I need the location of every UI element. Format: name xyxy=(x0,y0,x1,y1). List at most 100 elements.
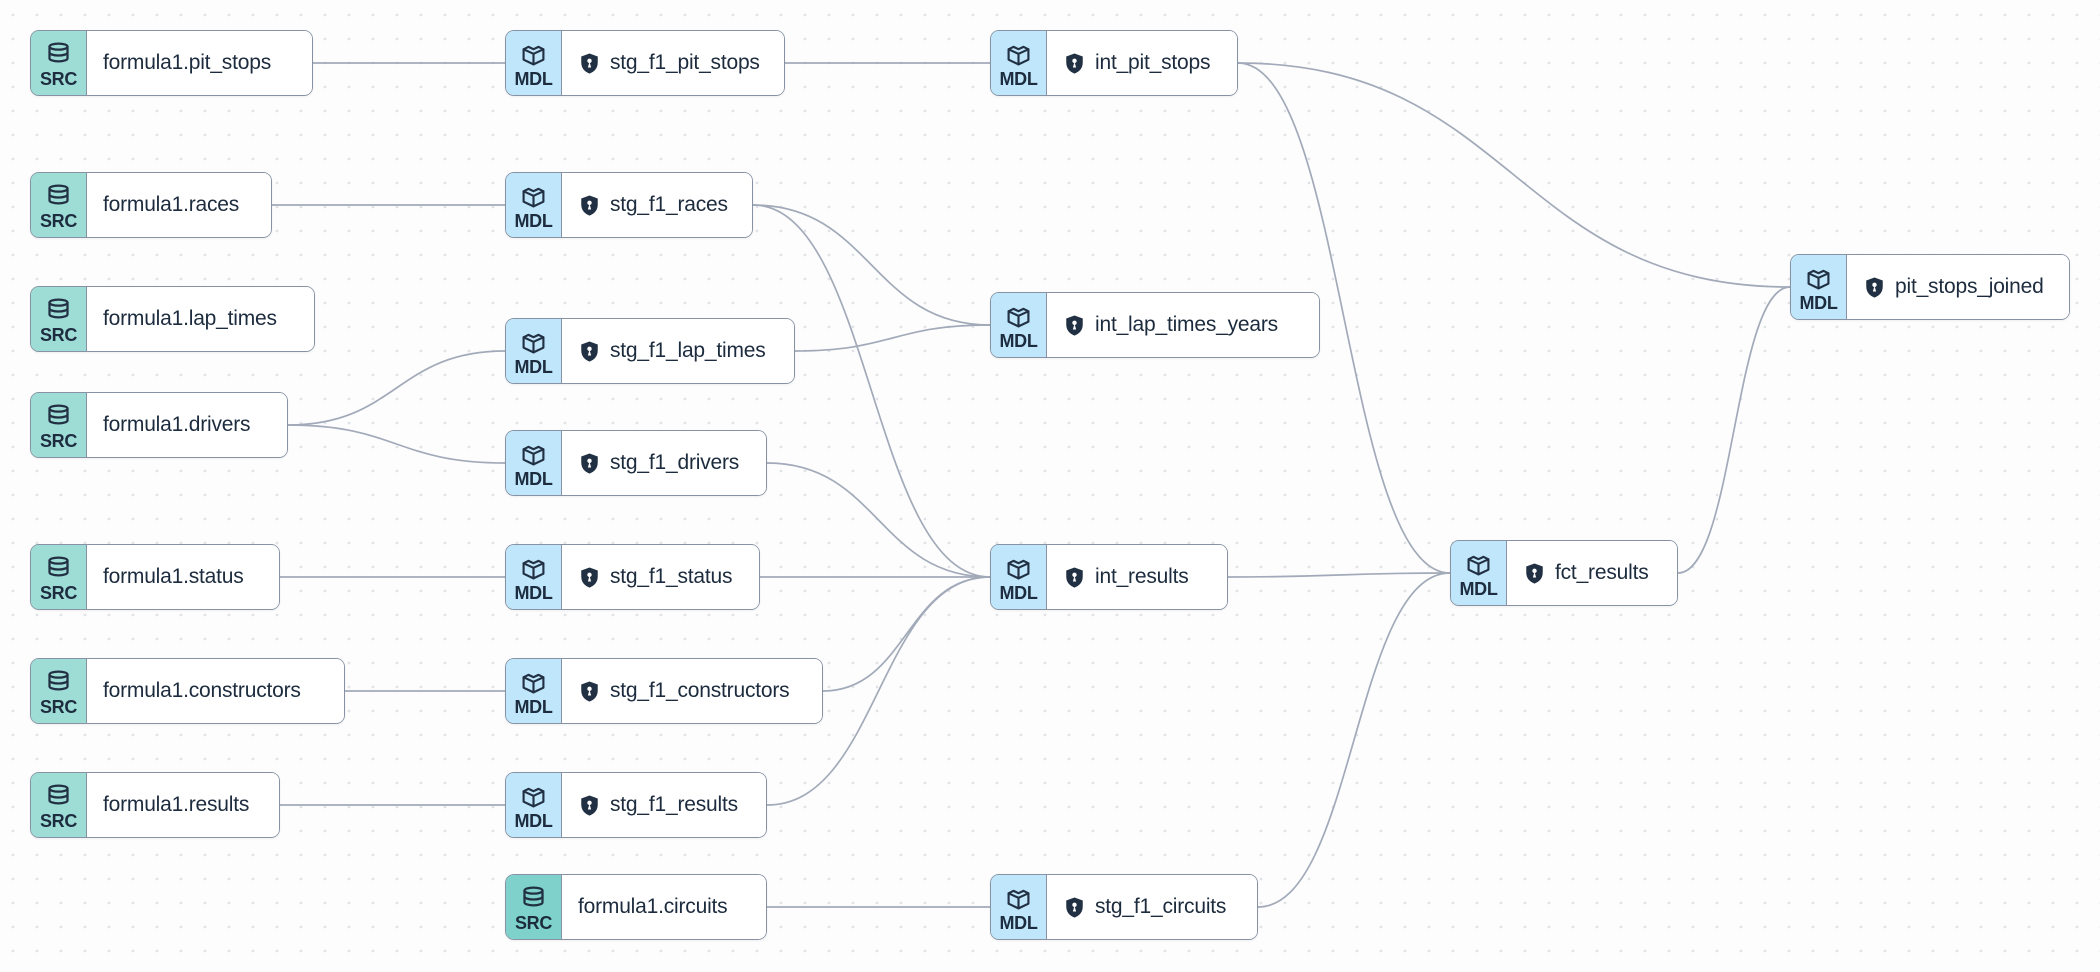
node-type-label: MDL xyxy=(999,912,1038,933)
node-label: int_lap_times_years xyxy=(1095,313,1278,336)
node-label: stg_f1_lap_times xyxy=(610,339,766,362)
lineage-node-int_lap_times_years[interactable]: MDL int_lap_times_years xyxy=(990,292,1320,358)
node-label: stg_f1_drivers xyxy=(610,451,740,474)
lineage-node-stg_f1_drivers[interactable]: MDL stg_f1_drivers xyxy=(505,430,767,496)
cube-icon xyxy=(522,673,545,693)
node-type-label: MDL xyxy=(514,468,553,489)
database-icon xyxy=(523,885,544,906)
node-body: formula1.status xyxy=(87,545,279,609)
edge-stg_f1_results-to-int_results xyxy=(766,576,991,806)
node-body: stg_f1_constructors xyxy=(562,659,822,723)
cube-icon xyxy=(1007,559,1030,579)
node-label: int_results xyxy=(1095,565,1189,588)
edge-stg_f1_circuits-to-fct_results xyxy=(1257,572,1451,908)
node-type-badge: MDL xyxy=(506,31,562,95)
database-icon xyxy=(48,41,69,62)
cube-icon xyxy=(1467,555,1490,575)
node-body: stg_f1_races xyxy=(562,173,752,237)
lineage-node-fct_results[interactable]: MDL fct_results xyxy=(1450,540,1678,606)
shield-icon xyxy=(1526,563,1543,584)
node-type-label: MDL xyxy=(1459,578,1498,599)
lineage-node-stg_f1_status[interactable]: MDL stg_f1_status xyxy=(505,544,760,610)
node-body: formula1.pit_stops xyxy=(87,31,312,95)
shield-icon xyxy=(1066,897,1083,918)
shield-icon xyxy=(581,681,598,702)
node-type-label: MDL xyxy=(514,356,553,377)
node-body: formula1.constructors xyxy=(87,659,344,723)
shield-icon xyxy=(581,453,598,474)
node-body: stg_f1_results xyxy=(562,773,766,837)
node-type-badge: MDL xyxy=(991,545,1047,609)
node-body: int_lap_times_years xyxy=(1047,293,1319,357)
node-type-label: SRC xyxy=(39,210,78,231)
node-type-label: SRC xyxy=(39,324,78,345)
node-body: formula1.races xyxy=(87,173,271,237)
node-type-badge: SRC xyxy=(31,287,87,351)
node-type-label: MDL xyxy=(999,330,1038,351)
node-label: formula1.status xyxy=(103,565,244,588)
cube-icon xyxy=(1007,45,1030,65)
edge-int_results-to-fct_results xyxy=(1227,572,1451,578)
edge-stg_f1_races-to-int_lap_times_years xyxy=(752,204,991,326)
lineage-node-formula1.drivers[interactable]: SRC formula1.drivers xyxy=(30,392,288,458)
node-type-badge: SRC xyxy=(506,875,562,939)
node-label: formula1.races xyxy=(103,193,240,216)
node-body: formula1.circuits xyxy=(562,875,766,939)
lineage-node-stg_f1_lap_times[interactable]: MDL stg_f1_lap_times xyxy=(505,318,795,384)
lineage-node-formula1.results[interactable]: SRC formula1.results xyxy=(30,772,280,838)
node-type-label: SRC xyxy=(39,68,78,89)
node-label: pit_stops_joined xyxy=(1895,275,2044,298)
node-type-badge: MDL xyxy=(1791,255,1847,319)
shield-icon xyxy=(581,53,598,74)
node-type-label: MDL xyxy=(514,68,553,89)
node-label: stg_f1_constructors xyxy=(610,679,790,702)
lineage-node-formula1.status[interactable]: SRC formula1.status xyxy=(30,544,280,610)
database-icon xyxy=(48,783,69,804)
node-label: stg_f1_circuits xyxy=(1095,895,1227,918)
lineage-node-formula1.races[interactable]: SRC formula1.races xyxy=(30,172,272,238)
node-label: formula1.drivers xyxy=(103,413,251,436)
edge-stg_f1_races-to-int_results xyxy=(752,204,991,578)
cube-icon xyxy=(522,445,545,465)
lineage-node-stg_f1_circuits[interactable]: MDL stg_f1_circuits xyxy=(990,874,1258,940)
edge-int_pit_stops-to-fct_results xyxy=(1237,62,1451,574)
edge-formula1.drivers-to-stg_f1_drivers xyxy=(287,424,506,464)
node-label: formula1.results xyxy=(103,793,250,816)
node-type-label: MDL xyxy=(514,582,553,603)
node-type-badge: MDL xyxy=(506,431,562,495)
lineage-node-pit_stops_joined[interactable]: MDL pit_stops_joined xyxy=(1790,254,2070,320)
node-body: stg_f1_status xyxy=(562,545,759,609)
lineage-node-formula1.pit_stops[interactable]: SRC formula1.pit_stops xyxy=(30,30,313,96)
node-body: stg_f1_circuits xyxy=(1047,875,1257,939)
edge-fct_results-to-pit_stops_joined xyxy=(1677,286,1791,574)
node-type-badge: MDL xyxy=(506,173,562,237)
cube-icon xyxy=(1007,889,1030,909)
node-type-label: SRC xyxy=(39,430,78,451)
node-label: stg_f1_results xyxy=(610,793,738,816)
node-type-badge: MDL xyxy=(506,319,562,383)
edge-stg_f1_drivers-to-int_results xyxy=(766,462,991,578)
node-type-badge: MDL xyxy=(991,293,1047,357)
node-label: fct_results xyxy=(1555,561,1649,584)
node-type-badge: SRC xyxy=(31,545,87,609)
lineage-node-int_results[interactable]: MDL int_results xyxy=(990,544,1228,610)
node-body: pit_stops_joined xyxy=(1847,255,2069,319)
node-label: int_pit_stops xyxy=(1095,51,1211,74)
edge-stg_f1_constructors-to-int_results xyxy=(822,576,991,692)
cube-icon xyxy=(1807,269,1830,289)
node-type-badge: SRC xyxy=(31,659,87,723)
shield-icon xyxy=(1866,277,1883,298)
database-icon xyxy=(48,297,69,318)
node-type-badge: SRC xyxy=(31,773,87,837)
node-type-label: MDL xyxy=(999,582,1038,603)
